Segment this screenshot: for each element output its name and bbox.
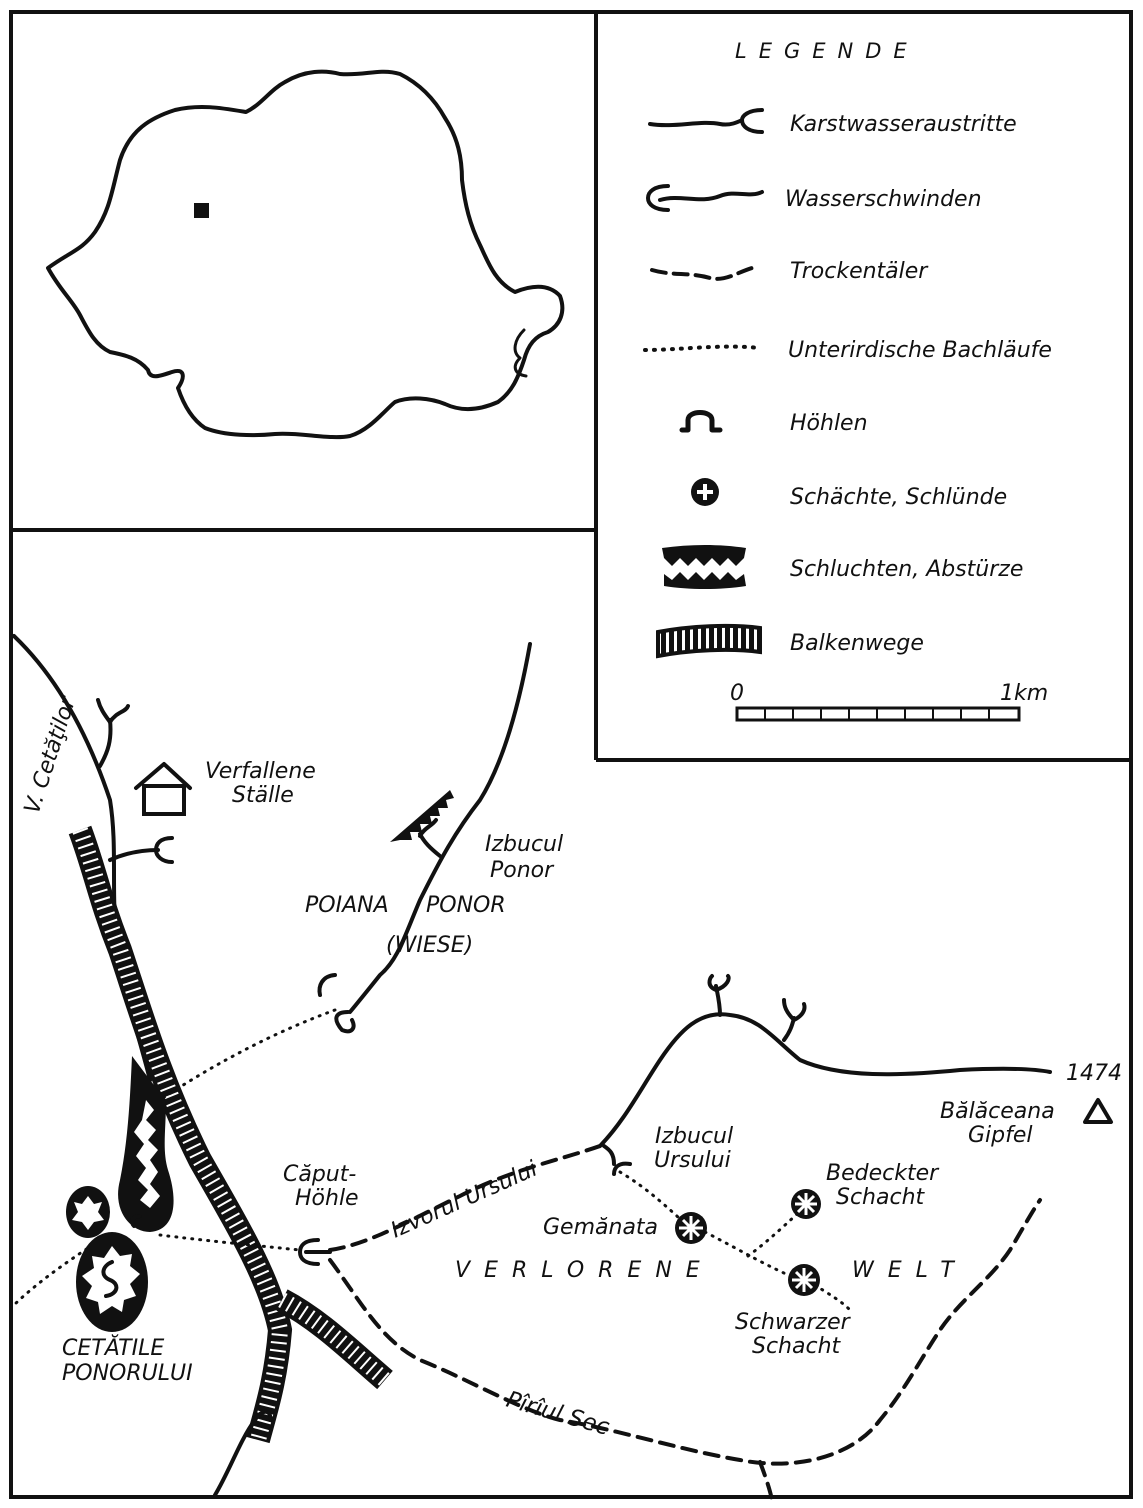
- legend-title: LEGENDE: [735, 39, 919, 63]
- izbucul-ursului-cave-icon: [602, 1144, 632, 1176]
- schwarzer-label-2: Schacht: [752, 1334, 842, 1359]
- shaft-icon: [788, 1264, 820, 1296]
- karst-spring-icon: [418, 818, 442, 858]
- izbucul-ponor-label-1: Izbucul: [485, 832, 563, 857]
- legend-label-trockentaeler: Trockentäler: [790, 259, 929, 284]
- inset-locator-map: [46, 69, 565, 440]
- place-labels: V. Cetăţilor Verfallene Ställe Izbucul P…: [20, 692, 1122, 1441]
- ruined-stables-icon: [134, 762, 192, 816]
- bedeckter-label-1: Bedeckter: [826, 1161, 940, 1186]
- sinkhole-water-icon: [646, 184, 764, 212]
- legend-label-wasserschwinden: Wasserschwinden: [785, 187, 982, 212]
- welt-label: WELT: [852, 1258, 968, 1283]
- legend-label-schluchten: Schluchten, Abstürze: [790, 557, 1023, 582]
- izbucul-ursului-label-1: Izbucul: [655, 1124, 733, 1149]
- valley-label: V. Cetăţilor: [20, 692, 82, 817]
- shaft-icon: [791, 1189, 821, 1219]
- romania-outline: [46, 69, 565, 440]
- beam-path-main: [68, 825, 293, 1444]
- danube-delta-outline: [513, 328, 528, 378]
- stables-label-2: Ställe: [232, 783, 294, 808]
- schwarzer-label-1: Schwarzer: [735, 1310, 852, 1335]
- bedeckter-label-2: Schacht: [836, 1185, 926, 1210]
- karst-spring-icon: [108, 836, 174, 864]
- shaft-icon: [675, 1212, 707, 1244]
- izvorul-ursului-valley: [328, 1144, 602, 1252]
- cetatile-ponorului-dolines: [66, 1056, 174, 1332]
- karst-spring-icon: [707, 974, 731, 1017]
- wiese-label: (WIESE): [386, 933, 473, 958]
- caput-label-1: Căput-: [283, 1162, 356, 1187]
- legend: LEGENDE Karstwasseraustritte Wasserschwi…: [643, 39, 1052, 722]
- piriul-sec-valley: [328, 1198, 1042, 1466]
- legend-label-balkenwege: Balkenwege: [790, 631, 924, 656]
- izbucul-ponor-label-2: Ponor: [490, 858, 555, 883]
- main-map: [12, 634, 1113, 1502]
- legend-label-bachlaeufe: Unterirdische Bachläufe: [788, 338, 1052, 363]
- izvorul-ursului-label: Izvorul Ursului: [387, 1157, 541, 1244]
- legend-label-karstwasser: Karstwasseraustritte: [790, 112, 1017, 137]
- dry-valley-icon: [650, 266, 754, 281]
- lower-sinkhole-icon: [213, 1409, 273, 1497]
- karst-spring-icon: [96, 698, 130, 768]
- gorge-icon: [390, 790, 454, 842]
- peak-triangle-icon: [1083, 1098, 1113, 1124]
- underground-stream-icon: [643, 344, 762, 352]
- peak-label-1: Bălăceana: [940, 1099, 1055, 1124]
- legend-label-hoehlen: Höhlen: [790, 411, 868, 436]
- cetatile-label-1: CETĂTILE: [62, 1335, 164, 1361]
- gemanata-label: Gemănata: [543, 1215, 658, 1240]
- karst-spring-icon: [648, 108, 764, 134]
- scale-end-label: 1km: [1000, 681, 1048, 706]
- legend-label-schaechte: Schächte, Schlünde: [790, 485, 1007, 510]
- scale-start-label: 0: [730, 681, 744, 706]
- sinkhole-water-icon: [317, 973, 356, 1034]
- caput-label-2: Höhle: [295, 1186, 359, 1211]
- cetatile-label-2: PONORULUI: [62, 1361, 193, 1386]
- ursului-upper-stream: [598, 1012, 1052, 1148]
- scale-bar: [735, 706, 1021, 722]
- peak-elevation-label: 1474: [1066, 1061, 1122, 1086]
- shaft-icon: [691, 478, 719, 506]
- cave-icon: [679, 410, 723, 433]
- map-frames: [9, 10, 1133, 1499]
- izbucul-ursului-label-2: Ursului: [654, 1148, 731, 1173]
- poiana-label: POIANA: [305, 893, 389, 918]
- ponor-label: PONOR: [426, 893, 506, 918]
- verlorene-label: VERLORENE: [455, 1258, 714, 1283]
- peak-label-2: Gipfel: [968, 1123, 1033, 1148]
- location-marker-icon: [194, 203, 209, 218]
- gorge-icon: [662, 545, 746, 589]
- caput-cave-icon: [298, 1238, 332, 1266]
- piriul-sec-label: Pîrîul Sec: [503, 1387, 612, 1441]
- stables-label-1: Verfallene: [205, 759, 316, 784]
- beam-path-icon: [656, 623, 762, 659]
- ponor-stream: [348, 642, 532, 1014]
- karst-spring-icon: [782, 998, 807, 1042]
